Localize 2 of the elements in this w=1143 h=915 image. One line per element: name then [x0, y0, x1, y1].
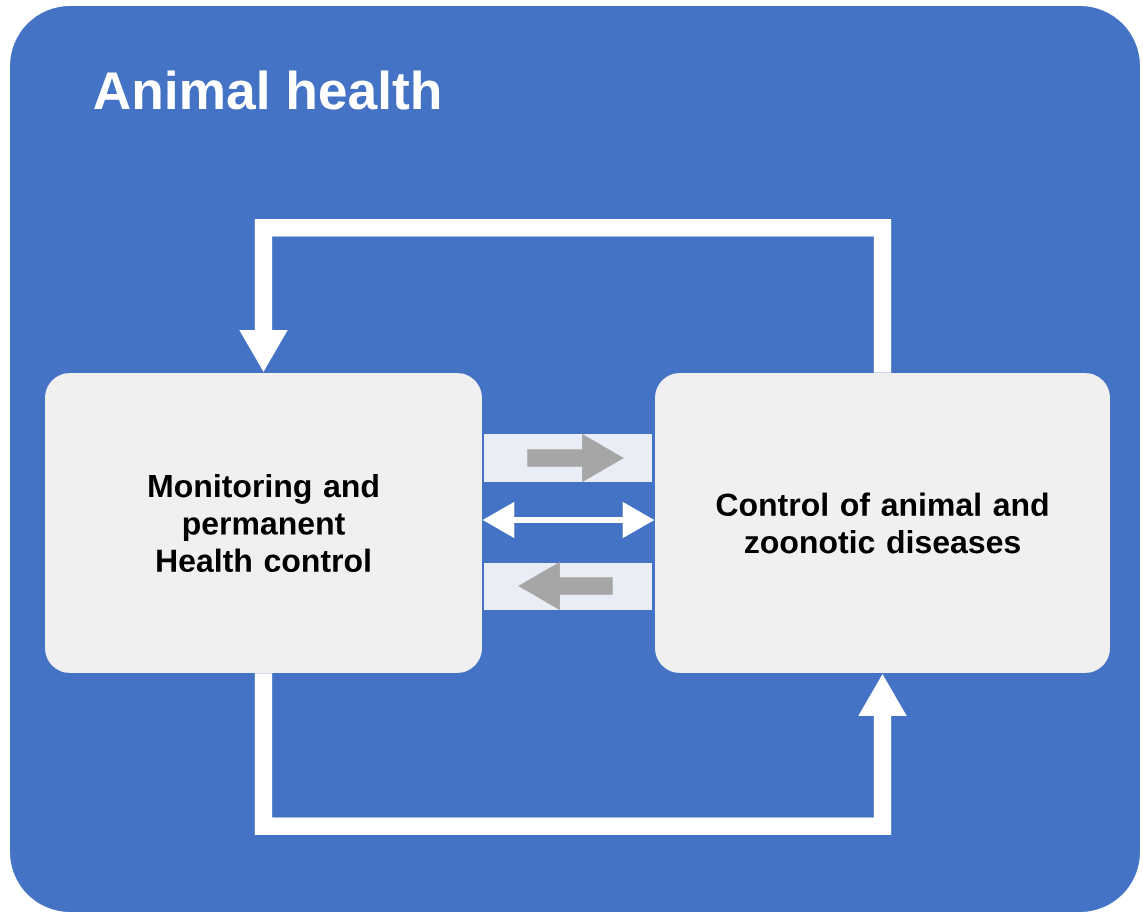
process-box: Monitoring and permanent Health control [45, 373, 482, 673]
process-box: Control of animal and zoonotic diseases [655, 373, 1110, 673]
